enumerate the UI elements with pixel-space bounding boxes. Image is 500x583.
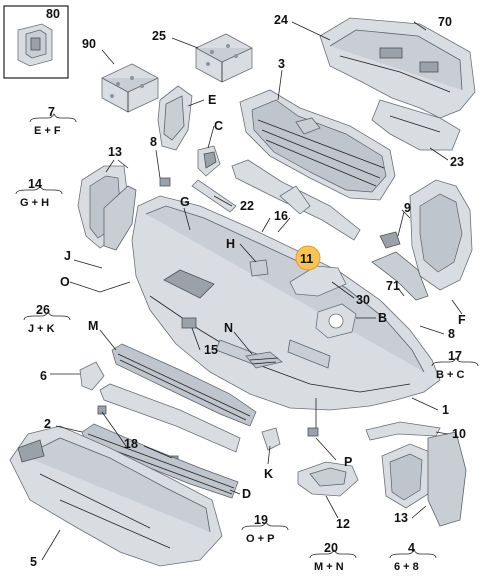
callout-8-right: 8 (448, 327, 455, 341)
callout-80: 80 (46, 7, 60, 21)
callout-70: 70 (438, 15, 452, 29)
callout-14: 14 (28, 177, 42, 191)
part-25-foam-block (195, 33, 253, 83)
callout-22: 22 (240, 199, 254, 213)
part-H-insert (249, 259, 269, 277)
part-8-clip (159, 177, 171, 187)
callout-8-top: 8 (150, 135, 157, 149)
callout-18: 18 (124, 437, 138, 451)
callout-5: 5 (30, 555, 37, 569)
part-3-grille (239, 89, 396, 201)
callout-F: F (458, 313, 466, 327)
combination-braces: E + F G + H J + K B + C O + P M + N 6 + … (15, 113, 479, 573)
part-6-left-insert (79, 361, 105, 391)
callout-13-right: 13 (394, 511, 408, 525)
callout-C: C (214, 119, 223, 133)
part-10-trim (365, 421, 441, 441)
callout-9: 9 (404, 201, 411, 215)
part-90-foam-block (101, 63, 159, 113)
callout-17: 17 (448, 349, 462, 363)
part-P-clip (307, 427, 319, 437)
callout-16: 16 (274, 209, 288, 223)
callout-24: 24 (274, 13, 288, 27)
callout-13-left: 13 (108, 145, 122, 159)
callout-G: G (180, 195, 190, 209)
leader-lines (41, 21, 463, 561)
callout-71: 71 (386, 279, 400, 293)
callout-26: 26 (36, 303, 50, 317)
callout-4: 4 (408, 541, 415, 555)
callout-12: 12 (336, 517, 350, 531)
combo-7: E + F (34, 125, 61, 137)
part-11-highlight (295, 245, 321, 271)
part-M-lower-grille (111, 343, 257, 427)
callout-6: 6 (40, 369, 47, 383)
callout-3: 3 (278, 57, 285, 71)
callout-J: J (64, 249, 71, 263)
callout-labels: 80 90 25 24 70 3 E 7 8 C 13 23 14 G 22 1… (28, 7, 466, 569)
part-23-crossmember-lower (371, 99, 461, 151)
callout-23: 23 (450, 155, 464, 169)
part-K-insert (261, 427, 281, 451)
callout-K: K (264, 467, 273, 481)
part-E-bracket (157, 85, 193, 151)
part-9-right-bracket (371, 179, 473, 301)
callout-N: N (224, 321, 233, 335)
part-15-clip (181, 317, 197, 329)
callout-15: 15 (204, 343, 218, 357)
callout-7: 7 (48, 105, 55, 119)
part-13-left-absorber (77, 165, 137, 251)
part-16-chrome-trim (231, 159, 361, 241)
callout-2: 2 (44, 417, 51, 431)
combo-19: O + P (246, 533, 274, 545)
part-5-skid-plate (9, 425, 223, 567)
part-B-fog-bezel (315, 303, 357, 339)
callout-O: O (60, 275, 70, 289)
part-24-upper-crossmember (319, 17, 476, 119)
callout-E: E (208, 93, 216, 107)
combo-20: M + N (314, 561, 344, 573)
callout-10: 10 (452, 427, 466, 441)
part-N-small-grille (245, 351, 283, 369)
part-12-fog-cover (297, 461, 359, 497)
clip-80-frame (3, 5, 69, 79)
part-80-clip (17, 23, 53, 67)
callout-B: B (378, 311, 387, 325)
callout-90: 90 (82, 37, 96, 51)
callout-25: 25 (152, 29, 166, 43)
combo-26: J + K (28, 323, 55, 335)
combo-14: G + H (20, 197, 49, 209)
combo-4: 6 + 8 (394, 561, 419, 573)
callout-1: 1 (442, 403, 449, 417)
part-13-right-absorber (381, 431, 467, 527)
callout-19: 19 (254, 513, 268, 527)
combo-17: B + C (436, 369, 464, 381)
callout-H: H (226, 237, 235, 251)
callout-P: P (344, 455, 352, 469)
callout-30: 30 (356, 293, 370, 307)
part-C-bracket (197, 145, 221, 177)
callout-M: M (88, 319, 98, 333)
callout-11: 11 (300, 252, 313, 266)
callout-D: D (242, 487, 251, 501)
